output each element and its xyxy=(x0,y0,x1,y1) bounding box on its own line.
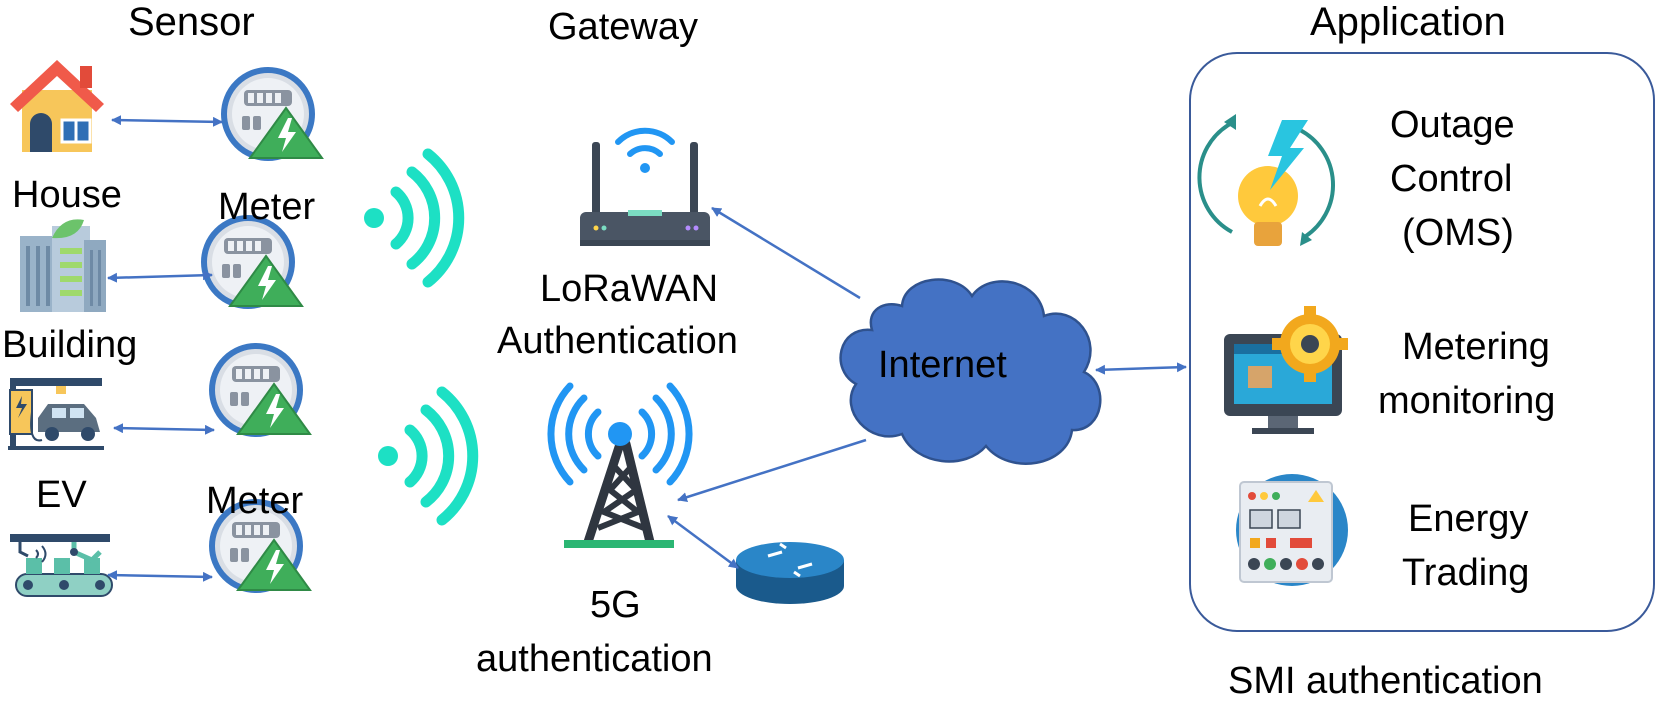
wireless-signal-icon xyxy=(378,392,473,520)
cell-tower-icon xyxy=(547,382,693,548)
application-header: Application xyxy=(1310,0,1506,44)
gateway-header: Gateway xyxy=(548,6,698,48)
energy-label-line2: Trading xyxy=(1402,552,1530,594)
wireless-signal-icon xyxy=(364,154,459,282)
outage-bulb-icon xyxy=(1197,114,1335,246)
cloud-icon xyxy=(839,278,1102,465)
ev-meter-link xyxy=(113,423,215,435)
cloud-router-link xyxy=(711,206,861,300)
internet-label: Internet xyxy=(878,344,1007,386)
factory-meter-link xyxy=(107,570,213,582)
sensor-links xyxy=(107,115,223,582)
energy-label-line1: Energy xyxy=(1408,498,1529,540)
outage-label-line2: Control xyxy=(1390,158,1513,200)
meter-label-top: Meter xyxy=(218,186,316,228)
smart-meter-icon xyxy=(204,218,302,306)
building-icon xyxy=(20,219,106,312)
meter-label-bottom: Meter xyxy=(206,480,304,522)
ev-charger-icon xyxy=(8,378,104,450)
fiveg-label-line1: 5G xyxy=(590,584,641,626)
application-container xyxy=(1189,52,1655,632)
cloud-app-link xyxy=(1095,362,1187,375)
cloud-tower-link xyxy=(677,438,867,503)
control-panel-icon xyxy=(1236,474,1348,586)
gateway-links xyxy=(667,206,1187,570)
house-icon xyxy=(10,60,104,152)
metering-label-line2: monitoring xyxy=(1378,380,1556,422)
wifi-router-icon xyxy=(580,127,710,246)
lorawan-label-line1: LoRaWAN xyxy=(540,268,719,310)
sensor-header: Sensor xyxy=(128,0,255,44)
smart-meter-icon xyxy=(212,346,310,434)
factory-robot-icon xyxy=(10,534,113,597)
smi-authentication-label: SMI authentication xyxy=(1228,660,1543,702)
house-label: House xyxy=(12,174,122,216)
network-router-icon xyxy=(736,542,844,604)
monitor-gear-icon xyxy=(1224,306,1348,434)
lorawan-label-line2: Authentication xyxy=(497,320,738,362)
outage-label-line1: Outage xyxy=(1390,104,1515,146)
outage-label-line3: (OMS) xyxy=(1402,212,1514,254)
building-meter-link xyxy=(107,270,213,283)
tower-router-link xyxy=(667,514,739,570)
metering-label-line1: Metering xyxy=(1402,326,1550,368)
building-label: Building xyxy=(2,324,138,366)
smart-meter-icon xyxy=(224,70,322,158)
fiveg-label-line2: authentication xyxy=(476,638,713,680)
ev-label: EV xyxy=(36,474,87,516)
house-meter-link xyxy=(111,115,223,127)
